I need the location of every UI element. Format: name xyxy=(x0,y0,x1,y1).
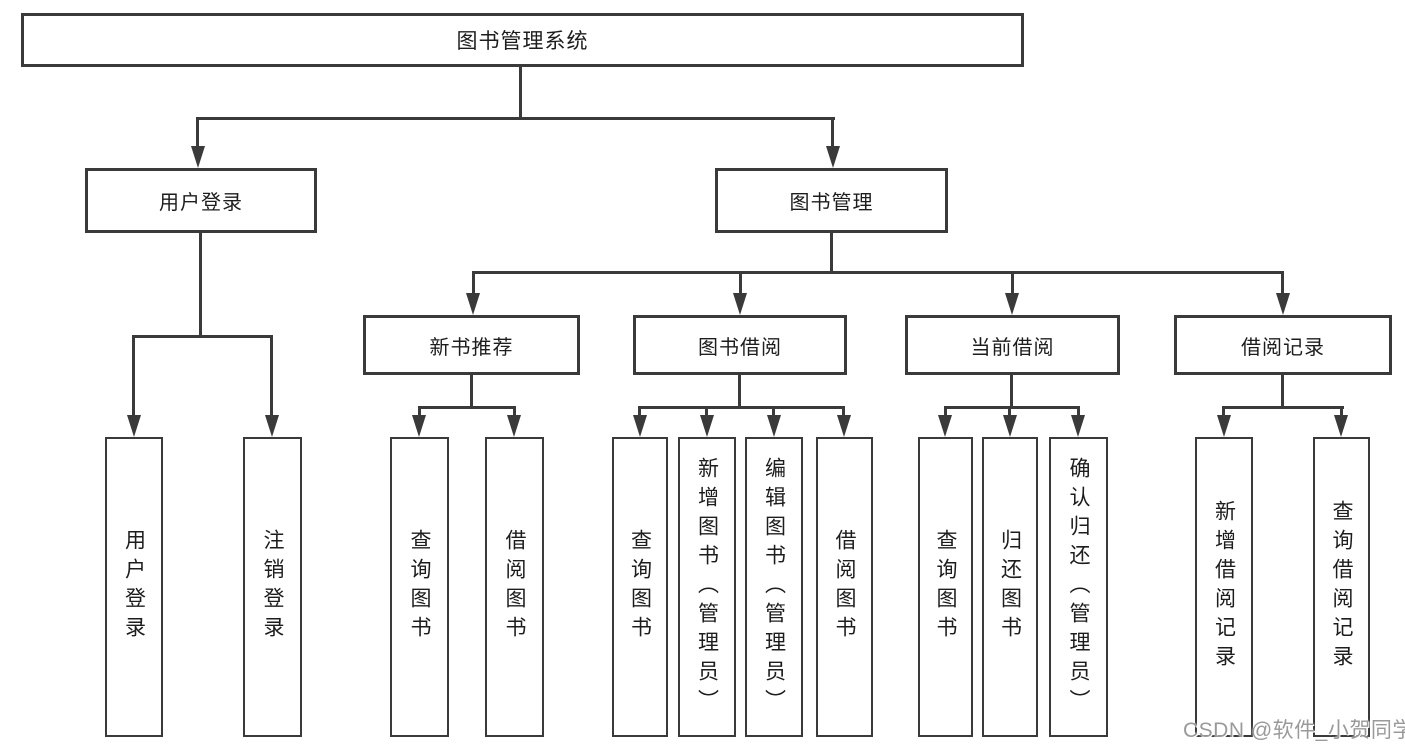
connector-line xyxy=(772,406,775,420)
node-library-system: 图书管理系统 xyxy=(21,13,1024,67)
connector-line xyxy=(830,233,833,274)
connector-line xyxy=(1222,406,1344,409)
node-label: 查询图书 xyxy=(628,529,652,645)
node-borrow-books-2: 借阅图书 xyxy=(816,437,873,737)
connector-line xyxy=(418,406,516,409)
connector-line xyxy=(1010,375,1013,409)
node-label: 图书管理 xyxy=(789,192,874,214)
node-user-login: 用户登录 xyxy=(85,168,317,233)
arrow-down xyxy=(633,415,647,437)
connector-line xyxy=(1011,271,1014,297)
connector-line xyxy=(638,406,641,420)
node-label: 查询图书 xyxy=(408,529,431,645)
node-query-books-2: 查询图书 xyxy=(612,437,668,737)
connector-line xyxy=(1281,271,1284,297)
arrow-down xyxy=(1334,415,1348,437)
connector-line xyxy=(270,335,273,419)
node-label: 用户登录 xyxy=(159,192,243,214)
connector-line xyxy=(197,117,835,120)
node-query-borrow-record: 查询借阅记录 xyxy=(1313,437,1370,737)
connector-line xyxy=(418,406,421,420)
node-label: 新增图书（管理员） xyxy=(695,456,719,718)
arrow-down xyxy=(826,146,840,168)
node-borrow-books-1: 借阅图书 xyxy=(485,437,544,737)
connector-line xyxy=(944,406,947,420)
connector-line xyxy=(1008,406,1011,420)
node-label: 借阅图书 xyxy=(833,529,856,645)
arrow-down xyxy=(733,293,747,315)
arrow-down xyxy=(1005,293,1019,315)
arrow-down xyxy=(507,415,521,437)
arrow-down xyxy=(1217,415,1231,437)
arrow-down xyxy=(1003,415,1017,437)
connector-line xyxy=(842,406,845,420)
connector-line xyxy=(944,406,1080,409)
connector-line xyxy=(638,406,845,409)
connector-line xyxy=(831,117,834,150)
node-logout: 注销登录 xyxy=(243,437,302,737)
connector-line xyxy=(196,117,199,150)
arrow-down xyxy=(700,415,714,437)
node-query-books-1: 查询图书 xyxy=(390,437,449,737)
arrow-down xyxy=(1071,415,1085,437)
connector-line xyxy=(1222,406,1225,420)
arrow-down xyxy=(466,293,480,315)
arrow-down xyxy=(191,146,205,168)
node-new-book-recommend: 新书推荐 xyxy=(363,315,580,375)
connector-line xyxy=(472,271,1284,274)
node-label: 新书推荐 xyxy=(429,336,514,359)
node-book-management: 图书管理 xyxy=(715,168,948,233)
connector-line xyxy=(519,67,522,119)
node-confirm-return-admin: 确认归还（管理员） xyxy=(1049,437,1108,737)
arrow-down xyxy=(767,415,781,437)
connector-line xyxy=(513,406,516,420)
arrow-down xyxy=(837,415,851,437)
connector-line xyxy=(1077,406,1080,420)
node-return-book: 归还图书 xyxy=(982,437,1038,737)
arrow-down xyxy=(412,415,426,437)
node-label: 查询图书 xyxy=(934,529,957,645)
arrow-down xyxy=(1276,293,1290,315)
connector-line xyxy=(705,406,708,420)
connector-line xyxy=(739,271,742,297)
connector-line xyxy=(1281,375,1284,409)
node-label: 编辑图书（管理员） xyxy=(762,456,786,718)
arrow-down xyxy=(938,415,952,437)
node-label: 借阅图书 xyxy=(503,529,526,645)
node-label: 图书管理系统 xyxy=(456,30,589,53)
node-borrowing-records: 借阅记录 xyxy=(1174,315,1392,375)
node-label: 查询借阅记录 xyxy=(1330,500,1353,674)
node-add-borrow-record: 新增借阅记录 xyxy=(1195,437,1253,737)
arrow-down xyxy=(265,415,279,437)
node-label: 新增借阅记录 xyxy=(1212,500,1236,674)
connector-line xyxy=(132,335,273,338)
node-book-borrowing: 图书借阅 xyxy=(633,315,847,375)
node-label: 借阅记录 xyxy=(1241,336,1325,359)
node-label: 图书借阅 xyxy=(698,336,782,359)
connector-line xyxy=(1340,406,1343,420)
node-query-books-3: 查询图书 xyxy=(918,437,973,737)
connector-line xyxy=(738,375,741,409)
node-edit-book-admin: 编辑图书（管理员） xyxy=(745,437,803,737)
arrow-down xyxy=(127,415,141,437)
connector-line xyxy=(472,271,475,297)
connector-line xyxy=(132,335,135,419)
watermark: CSDN @软件_小贺同学 xyxy=(1183,719,1405,742)
node-user-login-leaf: 用户登录 xyxy=(105,437,163,737)
node-label: 用户登录 xyxy=(122,529,146,645)
node-current-borrowing: 当前借阅 xyxy=(905,315,1120,375)
node-label: 归还图书 xyxy=(998,529,1022,645)
connector-line xyxy=(199,233,202,337)
node-label: 注销登录 xyxy=(261,529,284,645)
node-label: 当前借阅 xyxy=(970,336,1055,359)
connector-line xyxy=(470,375,473,409)
node-add-book-admin: 新增图书（管理员） xyxy=(678,437,736,737)
node-label: 确认归还（管理员） xyxy=(1067,456,1090,718)
